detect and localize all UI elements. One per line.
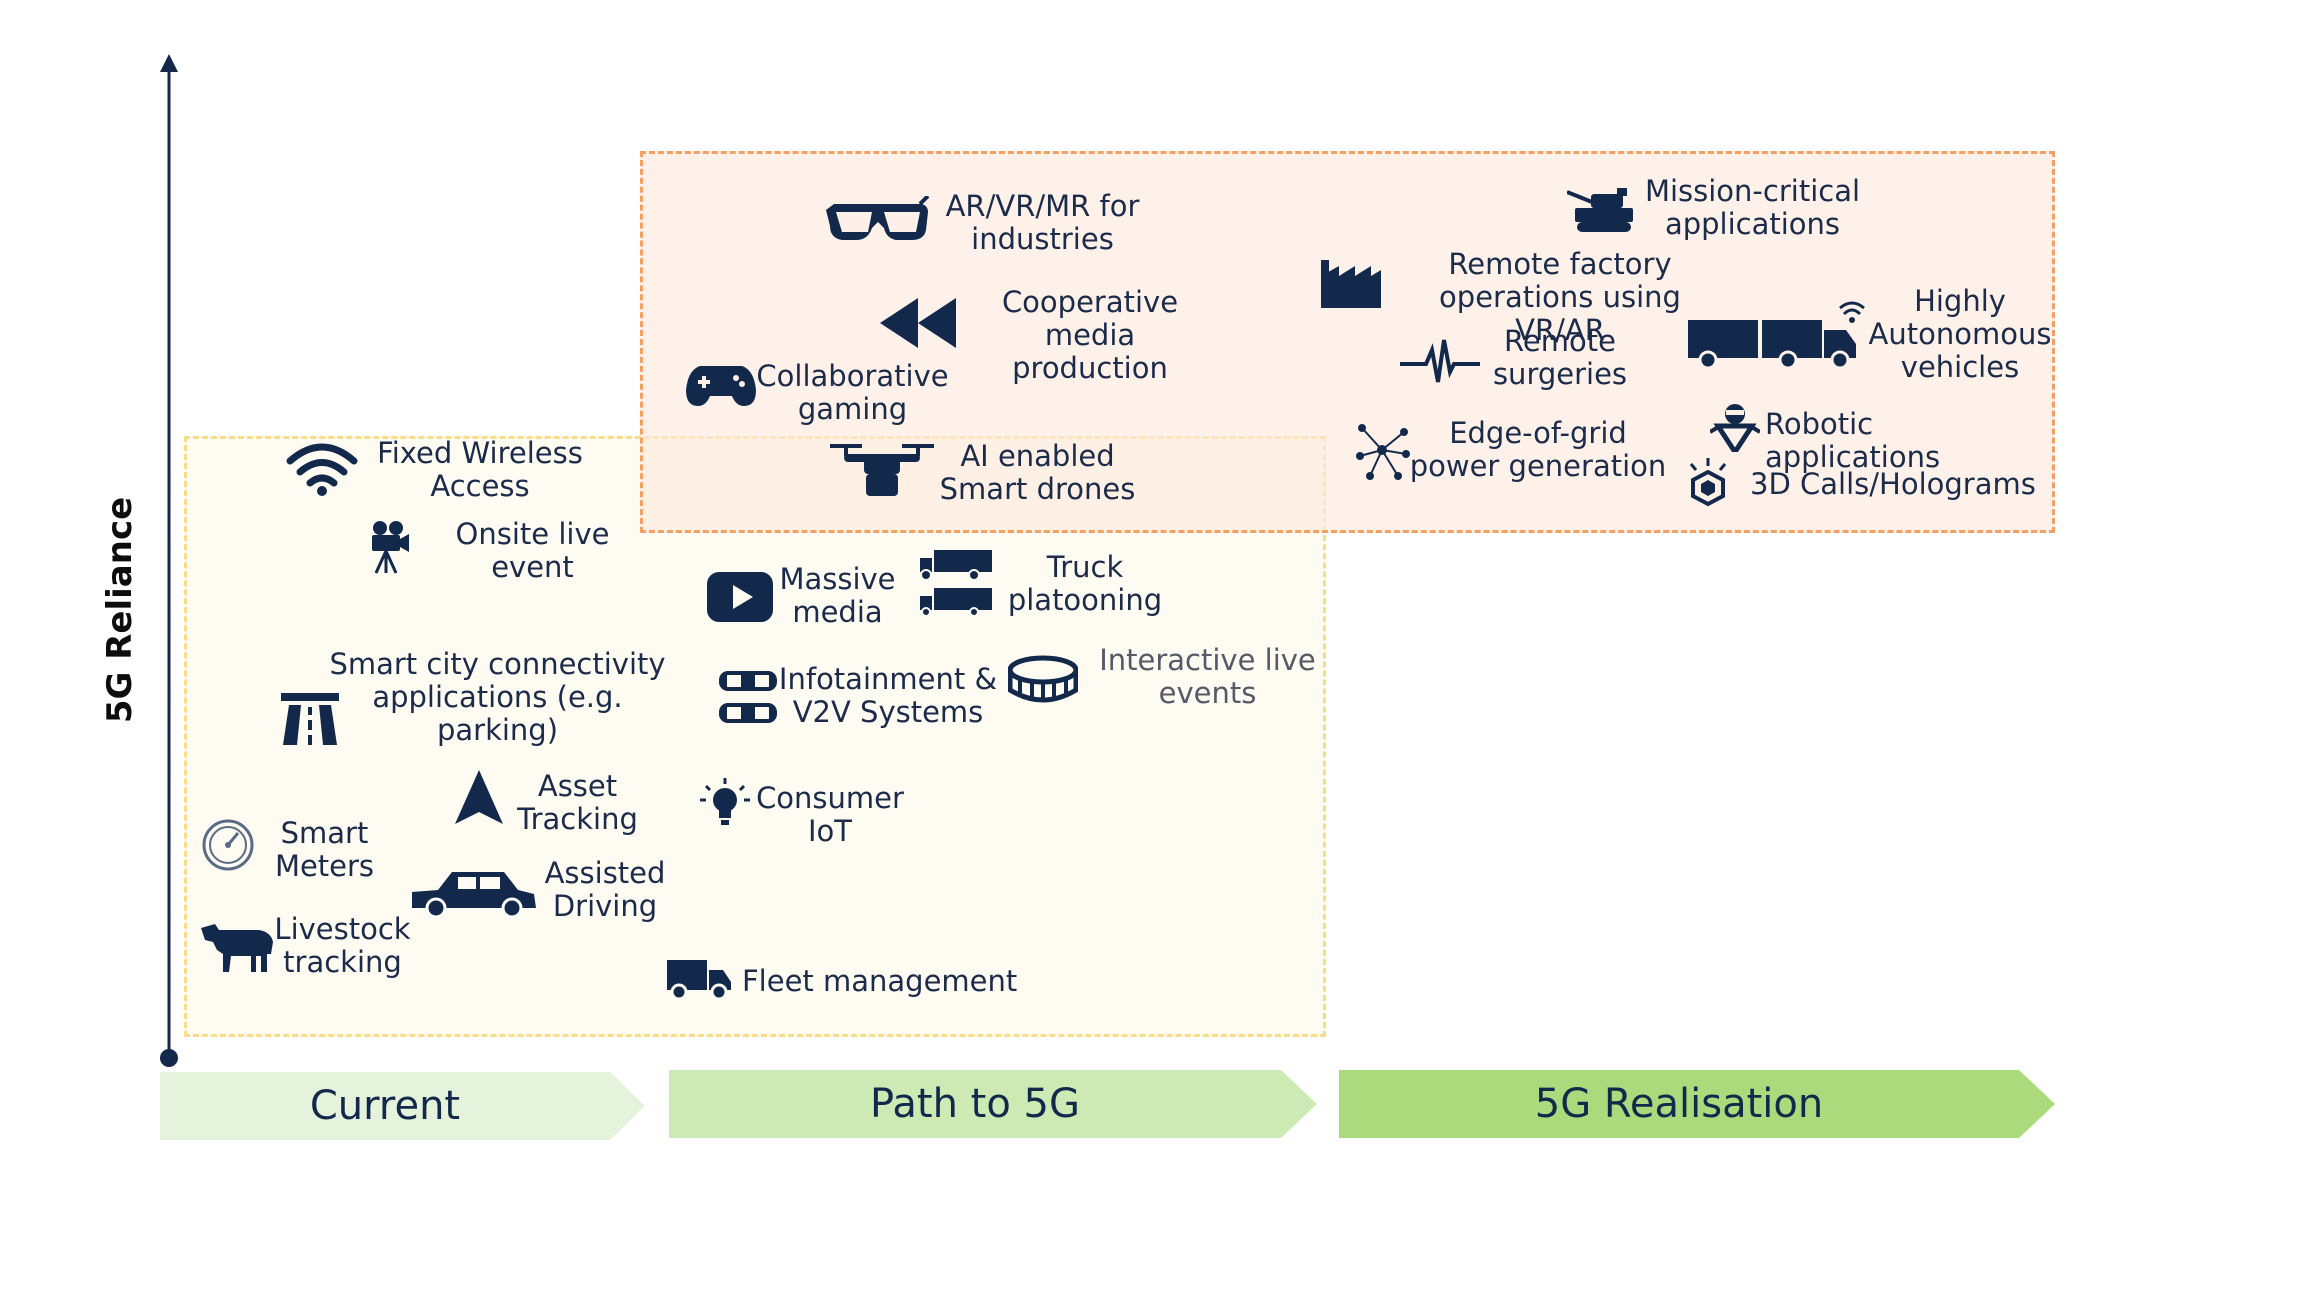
trucks-icon bbox=[918, 550, 994, 616]
navigation-arrow-icon bbox=[455, 770, 503, 824]
tank-icon bbox=[1567, 186, 1635, 234]
ai-drones-label: AI enabled Smart drones bbox=[939, 439, 1136, 506]
onsite-live-label: Onsite live event bbox=[455, 517, 610, 584]
phase-path-to-5g: Path to 5G bbox=[669, 1070, 1317, 1138]
mission-critical-label: Mission-critical applications bbox=[1644, 174, 1861, 241]
phase-current: Current bbox=[160, 1072, 645, 1140]
remote-factory-label: Remote factory operations using VR/AR bbox=[1439, 247, 1681, 347]
autonomous-label: Highly Autonomous vehicles bbox=[1868, 284, 2052, 384]
phase-5g-realisation: 5G Realisation bbox=[1339, 1070, 2055, 1138]
stadium-icon bbox=[1008, 654, 1078, 704]
interactive-live-label: Interactive live events bbox=[1099, 643, 1316, 710]
massive-media-label: Massive media bbox=[779, 562, 896, 629]
consumer-iot-label: Consumer IoT bbox=[756, 781, 904, 848]
infotainment-label: Infotainment & V2V Systems bbox=[778, 662, 998, 729]
robotic-label: Robotic applications bbox=[1765, 407, 1941, 474]
livestock-label: Livestock tracking bbox=[274, 912, 411, 979]
phase-current-label: Current bbox=[309, 1083, 461, 1129]
y-axis bbox=[160, 54, 178, 1067]
gamepad-icon bbox=[686, 362, 756, 408]
y-axis-label: 5G Reliance bbox=[100, 496, 140, 724]
connected-cars-icon bbox=[717, 665, 779, 727]
delivery-truck-icon bbox=[667, 958, 733, 1000]
rewind-icon bbox=[880, 298, 956, 348]
motorway-icon bbox=[281, 693, 339, 745]
assisted-driving-label: Assisted Driving bbox=[544, 856, 666, 923]
holograms-label: 3D Calls/Holograms bbox=[1750, 467, 2036, 501]
collab-gaming-label: Collaborative gaming bbox=[756, 359, 949, 426]
phase-path-label: Path to 5G bbox=[870, 1081, 1080, 1127]
asset-tracking-label: Asset Tracking bbox=[517, 769, 638, 836]
robot-icon bbox=[1710, 402, 1760, 452]
network-nodes-icon bbox=[1356, 424, 1410, 480]
truck-platooning-label: Truck platooning bbox=[1007, 550, 1163, 617]
autonomous-truck-icon bbox=[1688, 300, 1866, 372]
remote-surgeries-label: Remote surgeries bbox=[1492, 324, 1628, 391]
gauge-icon bbox=[202, 819, 254, 871]
wifi-icon bbox=[286, 441, 358, 497]
video-camera-icon bbox=[370, 520, 410, 574]
fixed-wireless-label: Fixed Wireless Access bbox=[377, 436, 583, 503]
drone-icon bbox=[830, 442, 934, 498]
phase-realisation-label: 5G Realisation bbox=[1534, 1081, 1824, 1127]
hologram-icon bbox=[1683, 458, 1733, 508]
factory-icon bbox=[1321, 254, 1381, 308]
car-icon bbox=[408, 866, 538, 918]
play-button-icon bbox=[707, 572, 773, 622]
edge-grid-label: Edge-of-grid power generation bbox=[1409, 416, 1667, 483]
coop-media-label: Cooperative media production bbox=[1001, 285, 1179, 385]
ar-vr-label: AR/VR/MR for industries bbox=[945, 189, 1140, 256]
smart-meters-label: Smart Meters bbox=[274, 816, 375, 883]
vr-glasses-icon bbox=[826, 196, 930, 248]
lightbulb-icon bbox=[700, 776, 750, 832]
cow-icon bbox=[201, 920, 275, 972]
fleet-label: Fleet management bbox=[742, 964, 1018, 998]
smart-city-label: Smart city connectivity applications (e.… bbox=[329, 647, 666, 747]
heartbeat-icon bbox=[1400, 336, 1480, 386]
